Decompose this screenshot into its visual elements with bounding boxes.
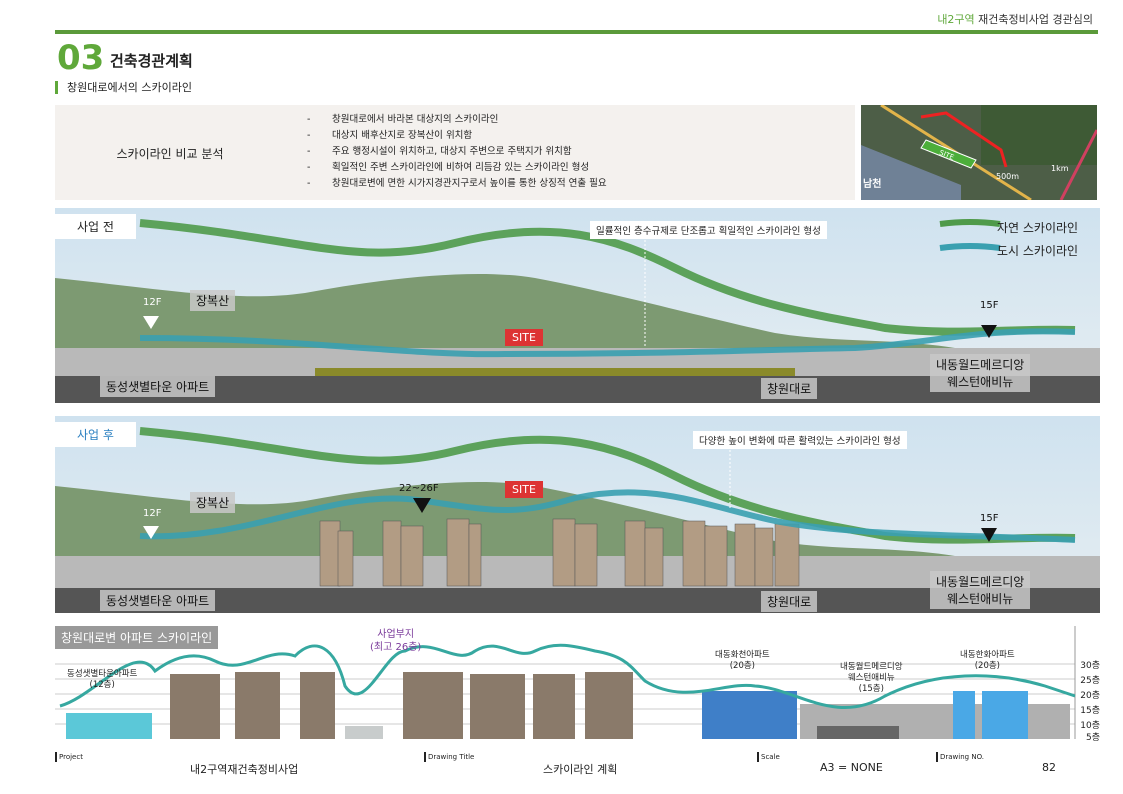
analysis-label: 스카이라인 비교 분석 — [116, 147, 224, 161]
axis-tick: 30층 — [1080, 661, 1100, 671]
site-floor-label: 22~26F — [399, 483, 439, 494]
footer-title: 스카이라인 계획 — [543, 763, 618, 776]
axis-tick: 5층 — [1085, 733, 1100, 743]
header-title: 내2구역 재건축정비사업 경관심의 — [937, 11, 1093, 27]
legend-city: 도시 스카이라인 — [997, 244, 1079, 258]
elevation-drawing — [55, 626, 1076, 739]
road-label: 창원대로 — [761, 378, 818, 399]
location-map: SITE 500m 1km 남천 — [861, 105, 1097, 200]
left-floor-label: 12F — [143, 508, 162, 519]
axis-tick: 20층 — [1080, 691, 1100, 701]
analysis-bullets: -창원대로에서 바라본 대상지의 스카이라인 -대상지 배후산지로 장복산이 위… — [307, 112, 607, 192]
project-name: 재건축정비사업 경관심의 — [978, 13, 1093, 26]
bullet: -대상지 배후산지로 장복산이 위치함 — [307, 130, 473, 141]
footer-drawing-number: 82 — [1042, 761, 1056, 774]
after-landscape — [55, 416, 1100, 613]
bullet: -창원대로변에 면한 시가지경관지구로서 높이를 통한 상징적 연출 필요 — [307, 178, 607, 189]
legend-nature: 자연 스카이라인 — [997, 221, 1079, 235]
roadside-skyline-elevation: 창원대로변 아파트 스카이라인 사업부지(최고 26층) 동성샛별타운아파트(1… — [55, 626, 1100, 743]
analysis-box: 스카이라인 비교 분석 -창원대로에서 바라본 대상지의 스카이라인 -대상지 … — [55, 105, 855, 200]
after-skyline-panel: 사업 후 다양한 높이 변화에 따른 활력있는 스카이라인 형성 장복산 SIT… — [55, 416, 1100, 613]
map-image: SITE 500m 1km 남천 — [861, 105, 1097, 200]
after-tag: 사업 후 — [55, 422, 136, 447]
site-badge: SITE — [505, 329, 543, 346]
footer-scale: A3 = NONE — [820, 761, 883, 774]
right-floor-label: 15F — [980, 513, 999, 524]
before-skyline-panel: 사업 전 일률적인 층수규제로 단조롭고 획일적인 스카이라인 형성 자연 스카… — [55, 208, 1100, 403]
left-floor-label: 12F — [143, 297, 162, 308]
svg-text:500m: 500m — [996, 172, 1019, 181]
footer-scale-label: Scale — [757, 752, 780, 762]
svg-text:1km: 1km — [1051, 164, 1069, 173]
header-divider — [55, 30, 1098, 34]
left-apartment-label: 동성샛별타운 아파트 — [100, 590, 216, 611]
daedong-label: 대동화천아파트(20층) — [715, 650, 770, 671]
bullet: -주요 행정시설이 위치하고, 대상지 주변으로 주택지가 위치함 — [307, 146, 572, 157]
svg-text:남천: 남천 — [863, 177, 881, 190]
section-subtitle: 창원대로에서의 스카이라인 — [55, 81, 192, 94]
road-label: 창원대로 — [761, 591, 818, 612]
before-landscape — [55, 208, 1100, 403]
site-height-label: 사업부지(최고 26층) — [370, 629, 422, 653]
before-tag: 사업 전 — [55, 214, 136, 239]
elevation-title: 창원대로변 아파트 스카이라인 — [55, 626, 219, 649]
footer-project: 내2구역재건축정비사업 — [190, 763, 299, 776]
mountain-label: 장복산 — [190, 290, 236, 311]
dongseong-label: 동성샛별타운아파트(12층) — [67, 669, 138, 690]
section-title: 건축경관계획 — [110, 52, 193, 70]
section-number: 03 — [57, 38, 105, 78]
after-note: 다양한 높이 변화에 따른 활력있는 스카이라인 형성 — [693, 431, 907, 449]
footer-no-label: Drawing NO. — [936, 752, 984, 762]
axis-tick: 10층 — [1080, 721, 1100, 731]
footer-project-label: Project — [55, 752, 83, 762]
hanhwa-label: 내동한화아파트(20층) — [960, 650, 1015, 671]
site-badge: SITE — [505, 481, 543, 498]
before-note: 일률적인 층수규제로 단조롭고 획일적인 스카이라인 형성 — [590, 221, 827, 239]
bullet: -창원대로에서 바라본 대상지의 스카이라인 — [307, 114, 499, 125]
footer-title-label: Drawing Title — [424, 752, 474, 762]
bullet: -획일적인 주변 스카이라인에 비하여 리듬감 있는 스카이라인 형성 — [307, 162, 590, 173]
left-apartment-label: 동성샛별타운 아파트 — [100, 376, 216, 397]
axis-tick: 15층 — [1080, 706, 1100, 716]
axis-tick: 25층 — [1080, 676, 1100, 686]
district-name: 내2구역 — [937, 13, 975, 26]
mountain-label: 장복산 — [190, 492, 236, 513]
right-floor-label: 15F — [980, 300, 999, 311]
